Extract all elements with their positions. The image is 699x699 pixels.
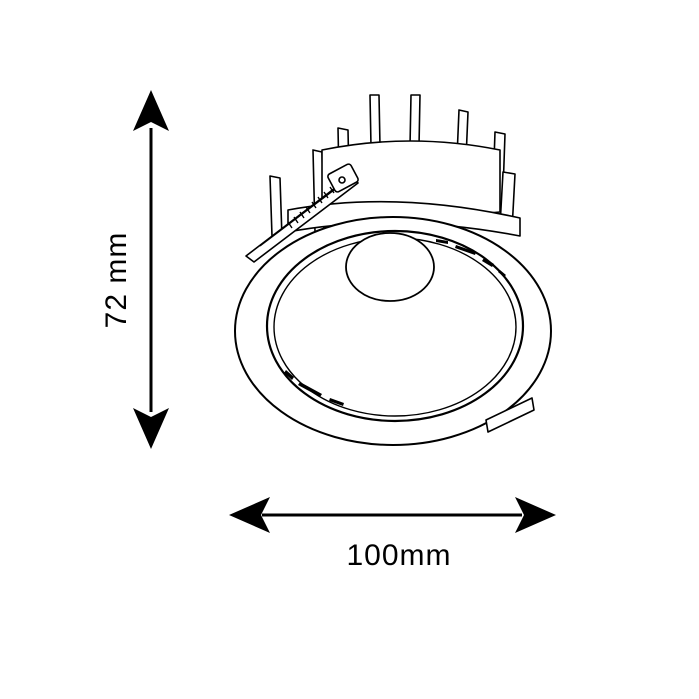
height-arrowhead-bottom <box>133 408 169 449</box>
height-dimension-label: 72 mm <box>100 232 133 329</box>
light-source-opening <box>345 232 435 302</box>
width-dimension: 100mm <box>229 497 556 572</box>
height-arrowhead-top <box>133 90 169 131</box>
rim-marking <box>298 382 322 397</box>
spring-clip-arm <box>245 174 359 263</box>
bezel-tab <box>485 397 535 433</box>
spring-clip-pivot <box>338 176 346 184</box>
rim-markings <box>284 239 506 406</box>
rim-marking <box>329 398 344 406</box>
spring-clip <box>245 163 359 263</box>
rim-marking <box>498 270 506 277</box>
width-dimension-label: 100mm <box>346 539 451 572</box>
width-arrowhead-right <box>515 497 556 533</box>
rim-marking <box>284 370 294 380</box>
height-dimension: 72 mm <box>100 90 169 449</box>
downlight-fixture <box>234 94 552 446</box>
rim-marking <box>455 245 476 255</box>
rim-marking <box>482 258 494 267</box>
rim-marking <box>436 239 448 244</box>
heatsink-fin <box>269 175 283 239</box>
width-arrowhead-left <box>229 497 270 533</box>
spring-coil <box>287 186 335 229</box>
